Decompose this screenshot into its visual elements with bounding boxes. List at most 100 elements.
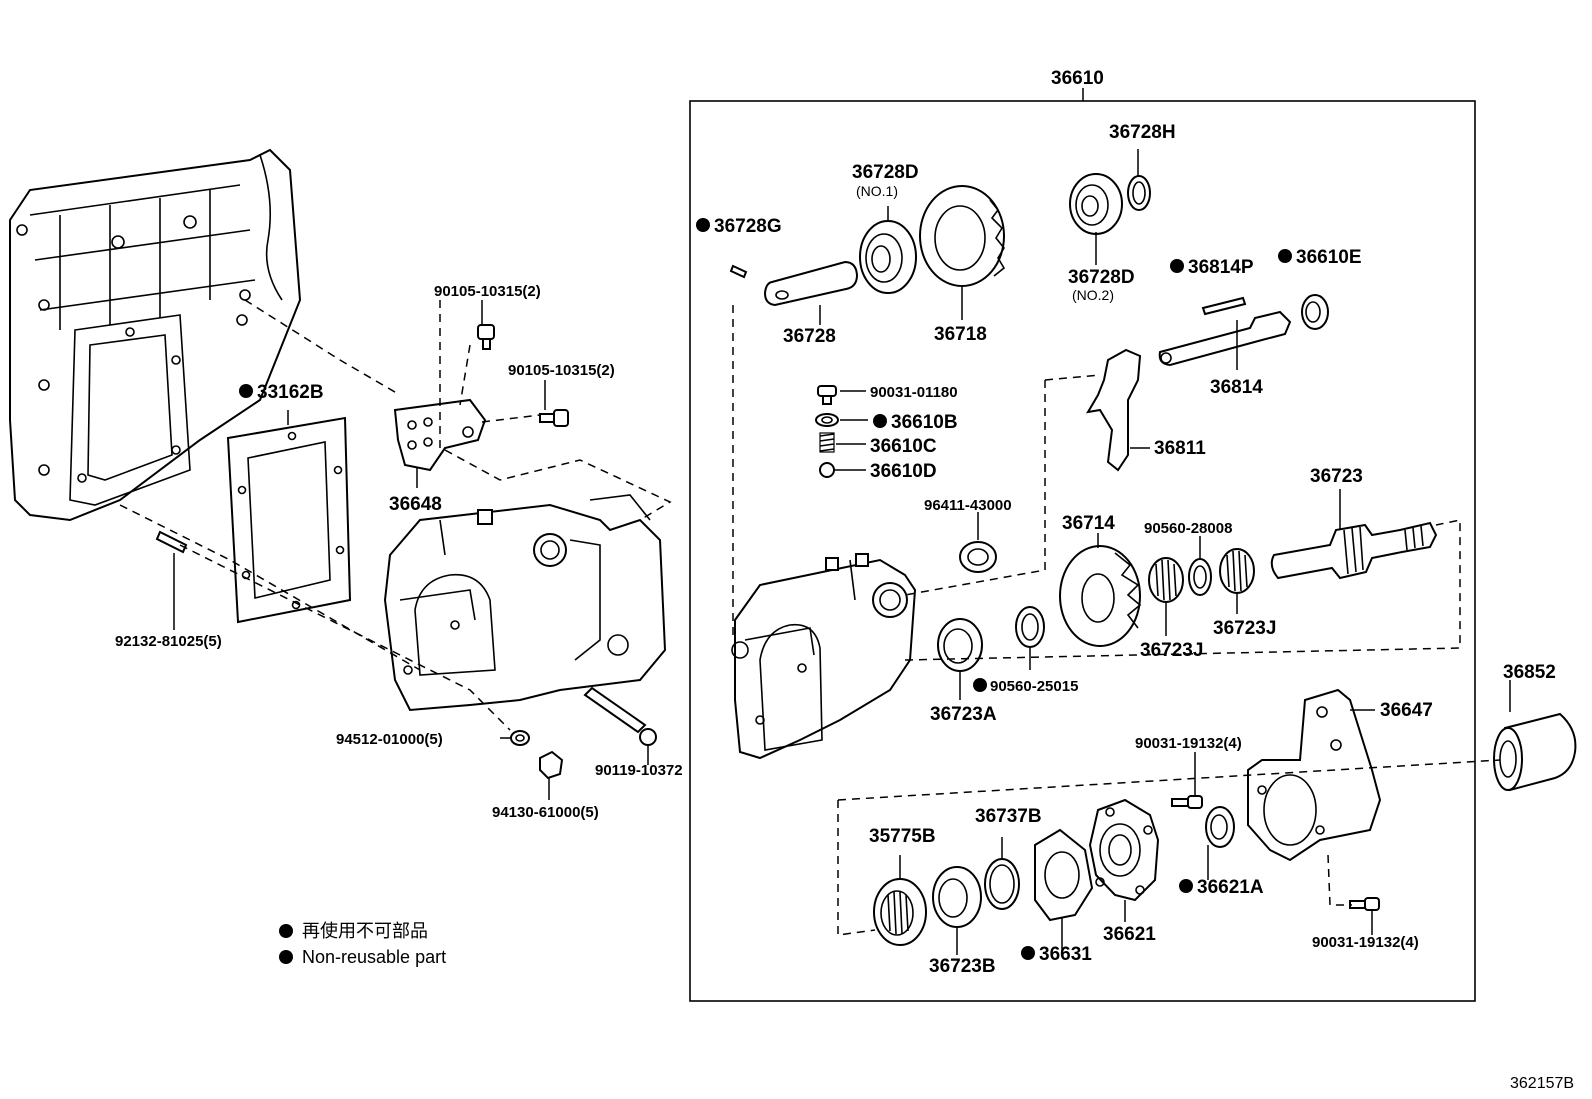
label-36610e: 36610E <box>1296 247 1362 268</box>
label-92132-81025: 92132-81025(5) <box>115 633 222 650</box>
pto-case-36610 <box>731 553 917 760</box>
label-36737b: 36737B <box>975 806 1042 827</box>
gasket-33162b <box>226 416 352 624</box>
non-reusable-marker <box>1278 249 1292 263</box>
label-36814p: 36814P <box>1188 257 1254 278</box>
spring-36610c <box>819 432 835 453</box>
output-shaft-36723 <box>1270 521 1438 580</box>
seal-36610e <box>1301 294 1329 330</box>
diagram-reference-number: 362157B <box>1510 1075 1574 1092</box>
label-36811: 36811 <box>1154 438 1206 459</box>
cover-36647 <box>1247 688 1382 862</box>
non-reusable-marker <box>1021 946 1035 960</box>
non-reusable-marker <box>973 678 987 692</box>
snap-ring-90560-28008 <box>1188 558 1212 596</box>
o-ring-36737b <box>984 858 1020 910</box>
label-36648: 36648 <box>389 494 442 515</box>
label-90031-19132-upper: 90031-19132(4) <box>1135 735 1242 752</box>
label-36723: 36723 <box>1310 466 1363 487</box>
nut-94130 <box>539 750 564 800</box>
label-36723j-right: 36723J <box>1213 618 1276 639</box>
label-33162b: 33162B <box>257 382 324 403</box>
bearing-36723b <box>932 866 982 928</box>
label-36728d-no1: 36728D <box>852 162 919 183</box>
pin-36814p <box>1201 296 1247 316</box>
stud-92132 <box>155 530 188 630</box>
label-36621a: 36621A <box>1197 877 1264 898</box>
legend-marker-en <box>279 950 293 964</box>
legend-en-text: Non-reusable part <box>302 947 446 967</box>
transmission-case <box>9 148 302 522</box>
legend-marker-jp <box>279 924 293 938</box>
bolt-90105-upper <box>477 324 495 350</box>
bolt-90119 <box>583 686 657 746</box>
bolt-90031-01180 <box>817 385 837 405</box>
label-36723a: 36723A <box>930 704 997 725</box>
needle-bearing-36723j-left <box>1148 557 1184 603</box>
label-36610b: 36610B <box>891 412 958 433</box>
seal-36621a <box>1205 806 1235 848</box>
shift-shaft-36814 <box>1158 310 1292 367</box>
non-reusable-marker <box>873 414 887 428</box>
bearing-36723a <box>937 618 983 672</box>
washer-94512 <box>510 730 530 746</box>
label-90560-25015: 90560-25015 <box>990 678 1078 695</box>
legend-jp-text: 再使用不可部品 <box>302 921 428 941</box>
label-35775b: 35775B <box>869 826 936 847</box>
ball-36610d <box>819 462 835 478</box>
label-90105-10315-upper: 90105-10315(2) <box>434 283 541 300</box>
non-reusable-marker <box>1179 879 1193 893</box>
shaft-36728 <box>763 260 859 307</box>
bracket-36648 <box>393 398 487 488</box>
label-90031-19132-lower: 90031-19132(4) <box>1312 934 1419 951</box>
gasket-36631 <box>1034 828 1094 922</box>
bolt-90031-19132-b <box>1349 897 1380 911</box>
label-no2: (NO.2) <box>1072 287 1114 303</box>
bolt-90105-lower <box>539 409 569 427</box>
label-90031-01180: 90031-01180 <box>870 384 958 401</box>
label-36814: 36814 <box>1210 377 1263 398</box>
bearing-36728d-no1 <box>859 220 917 294</box>
pin-36728g <box>729 264 748 279</box>
label-36723b: 36723B <box>929 956 996 977</box>
label-94130-61000: 94130-61000(5) <box>492 804 599 821</box>
non-reusable-marker <box>239 384 253 398</box>
retainer-36621 <box>1088 798 1160 902</box>
label-36610c: 36610C <box>870 436 937 457</box>
shift-fork-36811 <box>1086 348 1142 472</box>
label-36631: 36631 <box>1039 944 1092 965</box>
pto-housing-assembled <box>383 494 667 712</box>
bearing-36728d-no2 <box>1069 173 1123 235</box>
label-36723j-left: 36723J <box>1140 640 1203 661</box>
label-90560-28008: 90560-28008 <box>1144 520 1232 537</box>
label-36728: 36728 <box>783 326 836 347</box>
label-36852: 36852 <box>1503 662 1556 683</box>
washer-36610b <box>815 413 839 427</box>
label-90119-10372: 90119-10372 <box>595 762 683 779</box>
non-reusable-marker <box>1170 259 1184 273</box>
label-36610d: 36610D <box>870 461 937 482</box>
label-36728d-no2: 36728D <box>1068 267 1135 288</box>
bushing-96411 <box>959 541 997 573</box>
label-36718: 36718 <box>934 324 987 345</box>
gear-36714 <box>1059 545 1142 647</box>
label-94512-01000: 94512-01000(5) <box>336 731 443 748</box>
label-36621: 36621 <box>1103 924 1156 945</box>
needle-bearing-36723j-right <box>1219 548 1255 594</box>
label-36610: 36610 <box>1051 68 1104 89</box>
label-no1: (NO.1) <box>856 183 898 199</box>
label-36728g: 36728G <box>714 216 782 237</box>
sleeve-36852 <box>1493 712 1577 792</box>
needle-bearing-35775b <box>873 878 927 946</box>
label-36714: 36714 <box>1062 513 1115 534</box>
ring-36728h <box>1127 175 1151 211</box>
non-reusable-marker <box>696 218 710 232</box>
label-36647: 36647 <box>1380 700 1433 721</box>
label-96411-43000: 96411-43000 <box>924 497 1012 514</box>
gear-36718 <box>919 185 1006 287</box>
label-36728h: 36728H <box>1109 122 1176 143</box>
label-90105-10315-lower: 90105-10315(2) <box>508 362 615 379</box>
legend: 再使用不可部品 Non-reusable part <box>279 921 446 967</box>
snap-ring-90560-25015 <box>1015 606 1045 648</box>
